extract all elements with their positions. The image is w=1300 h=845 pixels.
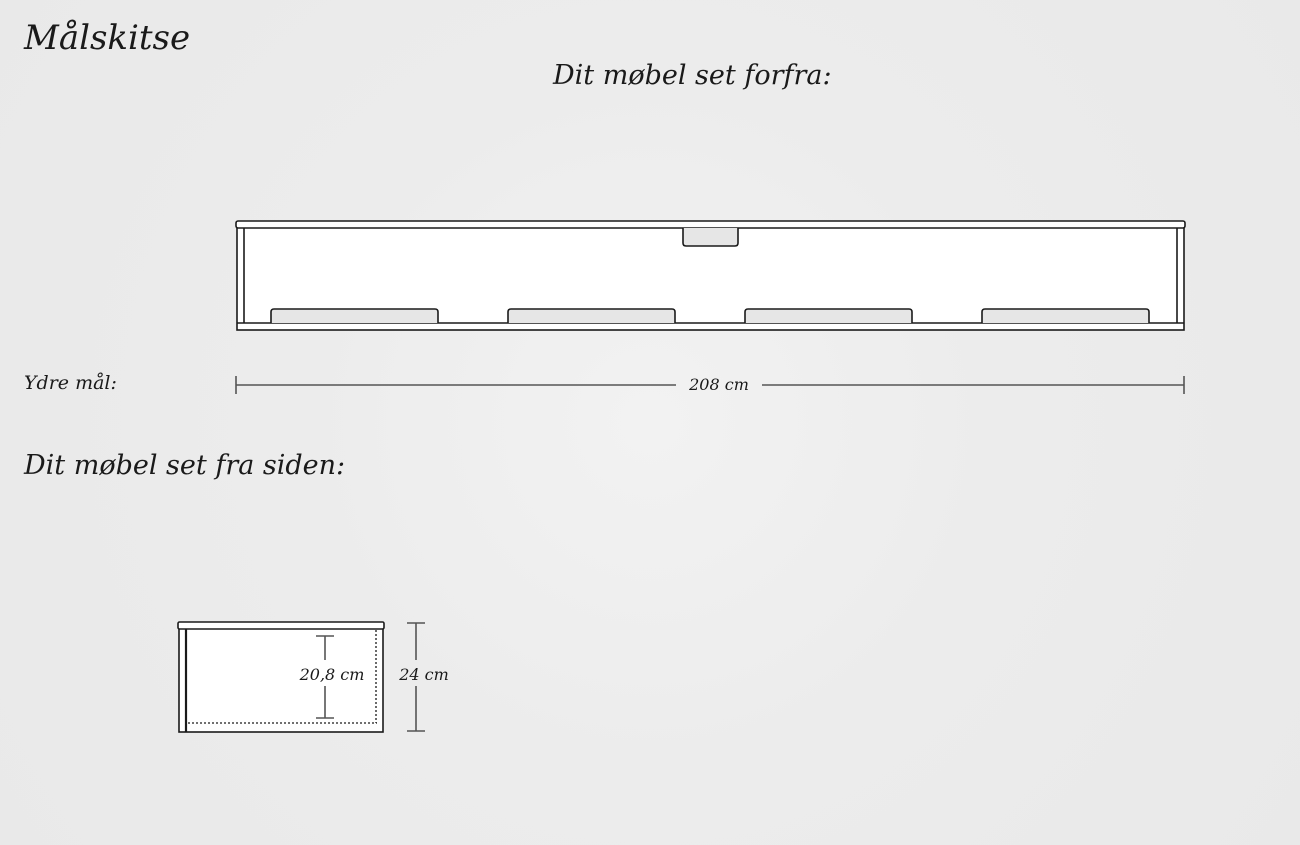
front-compartment (744, 308, 913, 323)
side-outer-dimension (407, 622, 425, 732)
page-title: Målskitse (24, 18, 191, 58)
front-compartment (507, 308, 676, 323)
side-view-drawing (177, 621, 385, 733)
front-top-board (235, 220, 1186, 229)
front-view-title: Dit møbel set forfra: (553, 60, 832, 91)
outer-dimensions-label: Ydre mål: (24, 372, 117, 394)
front-compartment (270, 308, 439, 323)
front-view-drawing (235, 220, 1186, 331)
side-inner-depth-value: 20,8 cm (299, 665, 365, 684)
side-outer-depth-value: 24 cm (398, 665, 449, 684)
side-top-board (177, 621, 385, 630)
side-cabinet-body (178, 625, 384, 733)
front-width-value: 208 cm (688, 375, 749, 394)
side-view-title: Dit møbel set fra siden: (24, 450, 346, 481)
side-inner-dimension (316, 635, 334, 719)
front-width-dimension (235, 376, 1185, 394)
front-top-notch (682, 228, 739, 247)
front-compartment (981, 308, 1150, 323)
